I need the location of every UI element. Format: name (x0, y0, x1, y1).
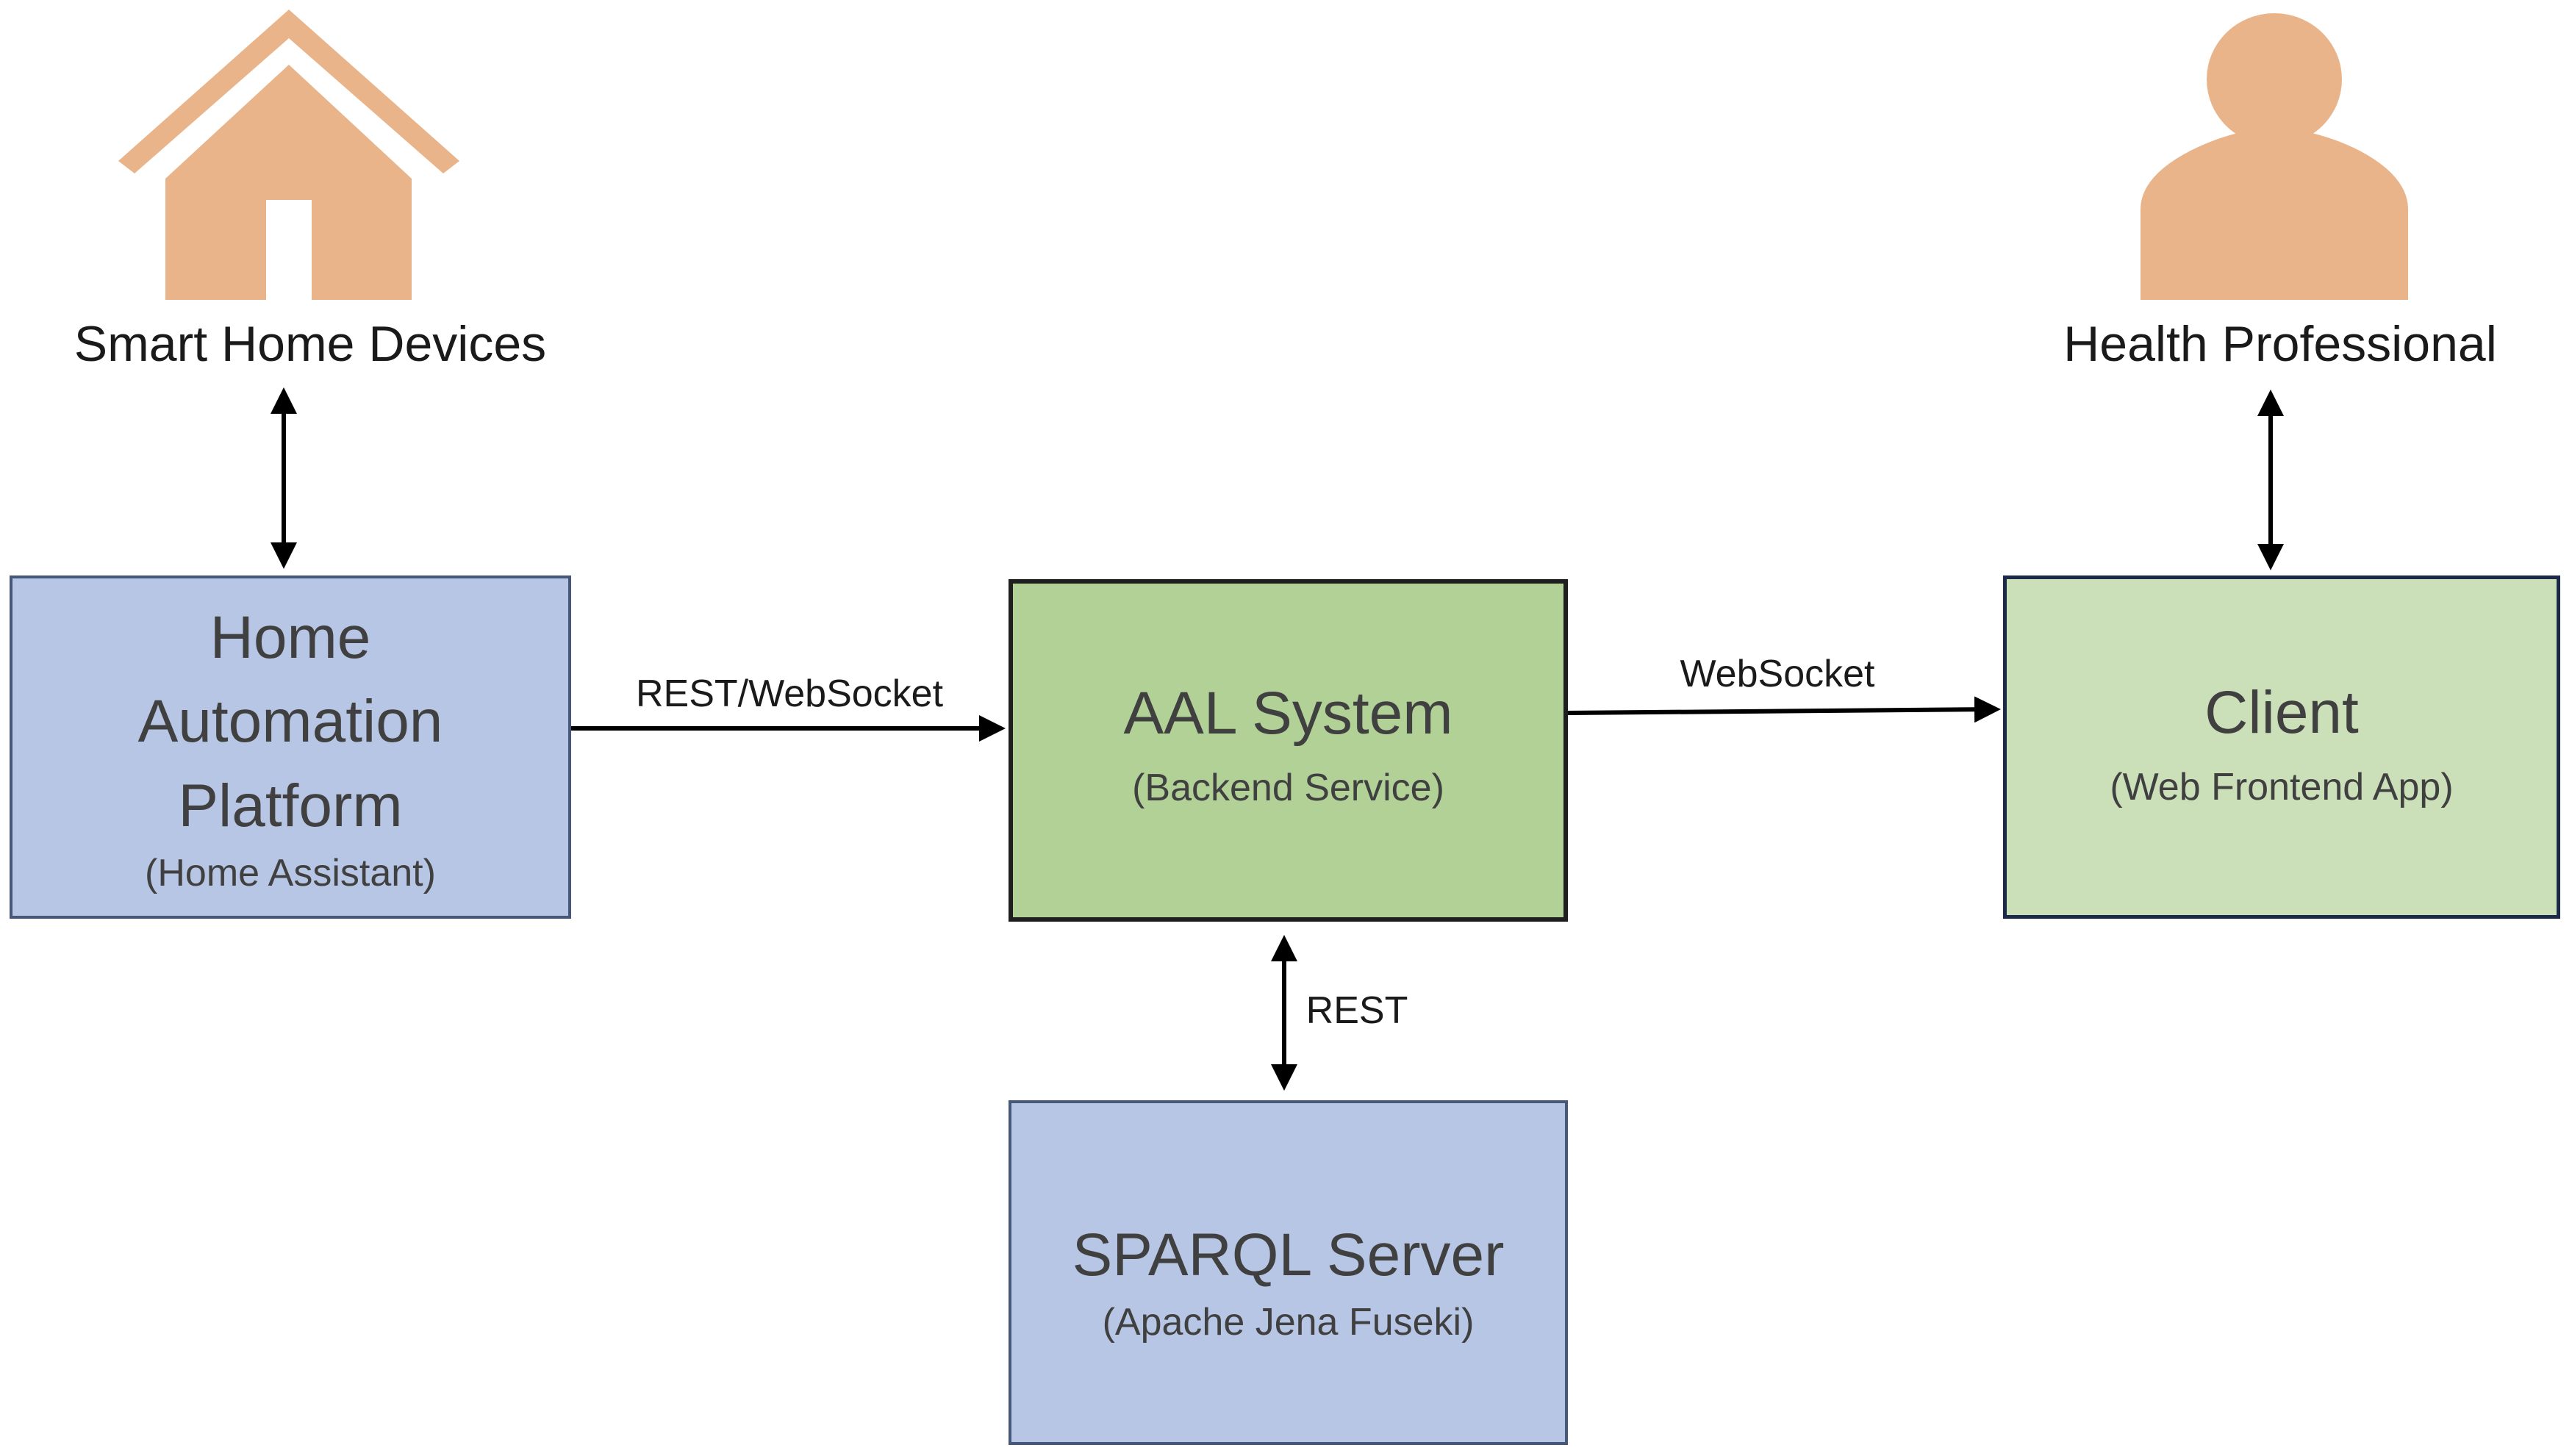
house-icon (118, 10, 459, 300)
title-line: Platform (178, 772, 403, 840)
node-title: Home Automation Platform (138, 596, 443, 849)
sparql-server-node: SPARQL Server (Apache Jena Fuseki) (1009, 1100, 1568, 1445)
title-line: Automation (137, 688, 443, 756)
node-title: SPARQL Server (1072, 1222, 1505, 1288)
edge-label-rest: REST (1305, 989, 1408, 1032)
health-professional-label: Health Professional (2063, 316, 2497, 372)
node-subtitle: (Home Assistant) (145, 851, 436, 894)
node-subtitle: (Apache Jena Fuseki) (1102, 1300, 1475, 1344)
client-node: Client (Web Frontend App) (2003, 575, 2560, 919)
home-automation-platform-node: Home Automation Platform (Home Assistant… (10, 575, 571, 919)
person-icon (2141, 13, 2408, 300)
node-subtitle: (Web Frontend App) (2110, 765, 2454, 808)
node-title: Client (2204, 679, 2359, 746)
node-title: AAL System (1123, 680, 1453, 747)
arrow-aal-to-client (1567, 696, 2001, 723)
edge-label-websocket: WebSocket (1680, 653, 1875, 695)
edge-label-rest-websocket: REST/WebSocket (635, 673, 944, 715)
aal-system-node: AAL System (Backend Service) (1009, 579, 1568, 922)
title-line: Home (209, 603, 371, 671)
smart-home-devices-label: Smart Home Devices (74, 316, 547, 372)
node-subtitle: (Backend Service) (1132, 766, 1444, 809)
